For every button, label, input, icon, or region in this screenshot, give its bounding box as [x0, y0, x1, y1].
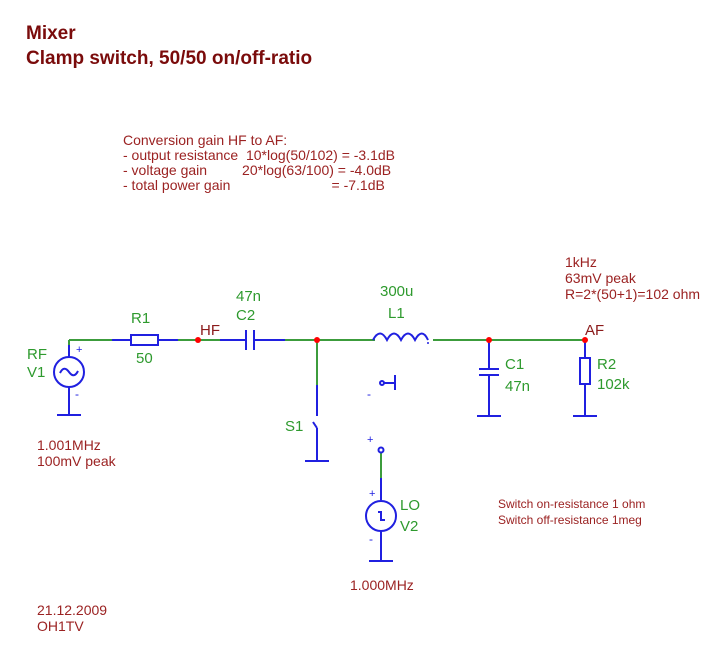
schematic-title: Mixer — [26, 23, 76, 44]
footer-author: OH1TV — [37, 618, 84, 634]
v2-ref-label: V2 — [400, 518, 419, 535]
r1-resistor[interactable] — [112, 334, 178, 346]
sine-icon — [59, 367, 79, 377]
r2-ref-label: R2 — [597, 356, 617, 373]
l1-inductor[interactable] — [372, 332, 429, 345]
r2-value-label: 102k — [597, 376, 630, 393]
v1-frequency-note: 1.001MHz — [37, 437, 101, 453]
minus-sign: - — [367, 387, 371, 401]
v1-ref-label: V1 — [27, 364, 46, 381]
minus-sign: - — [75, 387, 79, 401]
v2-name-label: LO — [400, 497, 421, 514]
plus-sign: + — [367, 434, 373, 446]
s1-switch[interactable]: - + — [305, 375, 396, 462]
wires — [68, 339, 585, 478]
square-wave-icon — [378, 511, 385, 521]
switch-note-line: Switch off-resistance 1meg — [498, 513, 642, 527]
output-note-line: R=2*(50+1)=102 ohm — [565, 286, 701, 302]
minus-sign: - — [369, 532, 373, 546]
v2-frequency-note: 1.000MHz — [350, 577, 414, 593]
footer-date: 21.12.2009 — [37, 602, 108, 618]
node-dot-af — [582, 337, 588, 343]
v2-source[interactable]: + - — [365, 478, 397, 562]
node-label-hf: HF — [200, 322, 220, 339]
plus-sign: + — [369, 488, 375, 500]
c1-value-label: 47n — [505, 378, 531, 395]
output-note-line: 1kHz — [565, 254, 597, 270]
node-label-af: AF — [585, 322, 605, 339]
conversion-heading: Conversion gain HF to AF: — [123, 132, 288, 148]
r1-value-label: 50 — [136, 350, 153, 367]
l1-ref-label: L1 — [388, 305, 405, 322]
l1-value-label: 300u — [380, 283, 414, 300]
c2-capacitor[interactable] — [220, 330, 285, 350]
v1-amplitude-note: 100mV peak — [37, 453, 116, 469]
c2-value-label: 47n — [236, 288, 262, 305]
r1-ref-label: R1 — [131, 310, 151, 327]
capacitor-plates — [245, 330, 255, 350]
capacitor-plates — [479, 368, 499, 376]
inductor-coil — [372, 332, 429, 343]
node-dot — [314, 337, 320, 343]
conversion-line: - output resistance 10*log(50/102) = -3.… — [123, 147, 396, 163]
c2-ref-label: C2 — [236, 307, 256, 324]
conversion-line: - voltage gain 20*log(63/100) = -4.0dB — [123, 162, 392, 178]
plus-sign: + — [76, 344, 82, 356]
node-dot-hf — [195, 337, 201, 343]
node-dot — [486, 337, 492, 343]
c1-ref-label: C1 — [505, 356, 525, 373]
v1-name-label: RF — [27, 346, 47, 363]
s1-ref-label: S1 — [285, 418, 304, 435]
junctions — [195, 337, 588, 343]
switch-note-line: Switch on-resistance 1 ohm — [498, 497, 646, 511]
output-note-line: 63mV peak — [565, 270, 636, 286]
resistor-body — [579, 357, 591, 385]
conversion-line: - total power gain = -7.1dB — [123, 177, 385, 193]
schematic-subtitle: Clamp switch, 50/50 on/off-ratio — [26, 48, 313, 69]
v1-source[interactable]: + - — [53, 344, 85, 416]
r2-resistor[interactable] — [573, 340, 597, 417]
resistor-body — [130, 334, 159, 346]
c1-capacitor[interactable] — [477, 340, 501, 417]
